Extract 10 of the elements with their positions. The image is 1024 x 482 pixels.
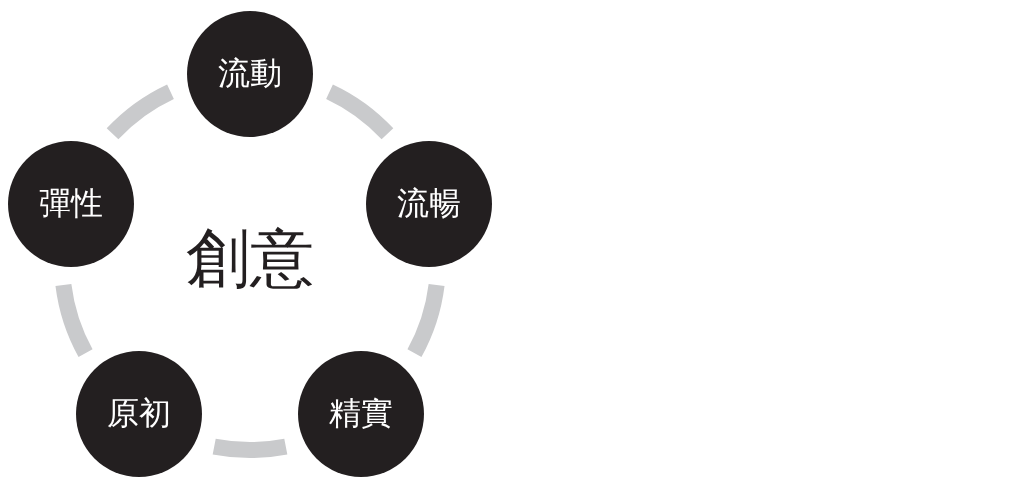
center-title: 創意 bbox=[186, 219, 314, 297]
ring-arc bbox=[55, 283, 93, 357]
node-text: 流動 bbox=[218, 53, 282, 94]
ring-arc bbox=[407, 283, 445, 357]
ring-arc bbox=[213, 438, 287, 458]
node-text: 精實 bbox=[328, 393, 393, 435]
node-text: 原初 bbox=[107, 393, 172, 435]
ring-arc bbox=[325, 84, 394, 140]
node-text: 流暢 bbox=[396, 182, 461, 224]
node-text: 彈性 bbox=[39, 182, 104, 224]
